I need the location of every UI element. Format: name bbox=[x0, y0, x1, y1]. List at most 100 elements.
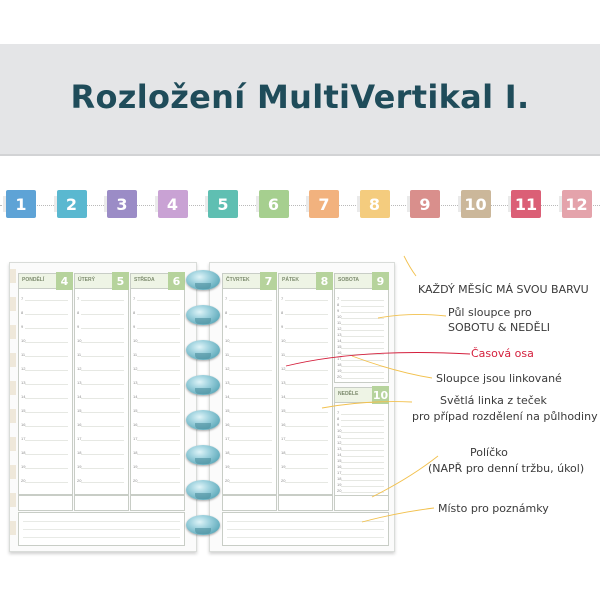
hour-line bbox=[285, 440, 328, 441]
page-edge-stripe bbox=[10, 465, 16, 479]
hour-number: 8 bbox=[337, 416, 340, 421]
notes-line bbox=[23, 529, 180, 530]
hour-line bbox=[341, 360, 384, 361]
hour-number: 10 bbox=[225, 338, 230, 343]
hour-number: 13 bbox=[225, 380, 230, 385]
hour-number: 13 bbox=[337, 332, 342, 337]
binder-ring bbox=[186, 375, 220, 395]
hour-number: 18 bbox=[77, 450, 82, 455]
hour-number: 19 bbox=[337, 482, 342, 487]
hour-line bbox=[229, 384, 272, 385]
hour-number: 11 bbox=[337, 320, 342, 325]
daily-field-box bbox=[130, 495, 185, 511]
hour-number: 9 bbox=[281, 324, 284, 329]
hour-line bbox=[81, 356, 124, 357]
hour-line bbox=[25, 426, 68, 427]
hour-line bbox=[25, 398, 68, 399]
hour-line bbox=[341, 372, 384, 373]
hour-number: 12 bbox=[21, 366, 26, 371]
month-tab: 12 bbox=[558, 190, 592, 218]
hour-line bbox=[81, 314, 124, 315]
hour-line bbox=[229, 314, 272, 315]
hour-line bbox=[341, 468, 384, 469]
notes-line bbox=[23, 537, 180, 538]
notes-area bbox=[18, 512, 185, 546]
annotation-half-line1: Půl sloupce pro bbox=[448, 306, 532, 319]
day-number: 6 bbox=[168, 272, 185, 290]
hour-number: 20 bbox=[77, 478, 82, 483]
hour-number: 11 bbox=[133, 352, 138, 357]
hour-number: 8 bbox=[133, 310, 136, 315]
hour-line bbox=[81, 300, 124, 301]
hour-number: 17 bbox=[337, 470, 342, 475]
hour-line bbox=[81, 426, 124, 427]
hour-line bbox=[229, 398, 272, 399]
page-edge-stripe bbox=[10, 269, 16, 283]
hour-line bbox=[341, 378, 384, 379]
hour-line bbox=[81, 482, 124, 483]
hour-number: 7 bbox=[337, 296, 340, 301]
hour-line bbox=[285, 370, 328, 371]
day-name: NEDĚLE bbox=[338, 391, 359, 397]
hour-line bbox=[81, 454, 124, 455]
hour-line bbox=[285, 356, 328, 357]
day-number: 10 bbox=[372, 386, 389, 404]
hour-line bbox=[341, 330, 384, 331]
day-header: ÚTERÝ 5 bbox=[75, 272, 129, 290]
hour-number: 9 bbox=[225, 324, 228, 329]
hour-number: 20 bbox=[21, 478, 26, 483]
hour-number: 18 bbox=[337, 476, 342, 481]
hour-line bbox=[137, 412, 180, 413]
day-name: ÚTERÝ bbox=[78, 277, 95, 283]
annotation-dotted-line2: pro případ rozdělení na půlhodiny bbox=[412, 410, 598, 423]
hour-line bbox=[25, 482, 68, 483]
day-number: 8 bbox=[316, 272, 333, 290]
hour-line bbox=[229, 300, 272, 301]
day-name: ČTVRTEK bbox=[226, 277, 250, 283]
hour-number: 19 bbox=[281, 464, 286, 469]
hour-line bbox=[341, 492, 384, 493]
hour-line bbox=[25, 370, 68, 371]
hour-number: 8 bbox=[77, 310, 80, 315]
hour-number: 18 bbox=[281, 450, 286, 455]
month-tab: 3 bbox=[104, 190, 137, 218]
month-tab: 6 bbox=[255, 190, 289, 218]
hour-line bbox=[341, 312, 384, 313]
hour-number: 20 bbox=[337, 488, 342, 493]
hour-number: 20 bbox=[281, 478, 286, 483]
hour-line bbox=[341, 444, 384, 445]
day-number: 5 bbox=[112, 272, 129, 290]
page-edge-stripe bbox=[10, 297, 16, 311]
hour-number: 16 bbox=[133, 422, 138, 427]
hour-number: 17 bbox=[133, 436, 138, 441]
hour-number: 13 bbox=[281, 380, 286, 385]
hour-line bbox=[81, 440, 124, 441]
hour-line bbox=[25, 468, 68, 469]
hour-line bbox=[285, 342, 328, 343]
hour-number: 10 bbox=[133, 338, 138, 343]
binder-ring bbox=[186, 340, 220, 360]
hour-line bbox=[81, 342, 124, 343]
hour-number: 19 bbox=[21, 464, 26, 469]
binder-ring bbox=[186, 480, 220, 500]
hour-line bbox=[341, 318, 384, 319]
hour-line bbox=[341, 414, 384, 415]
hour-line bbox=[25, 342, 68, 343]
hour-line bbox=[341, 336, 384, 337]
hour-line bbox=[137, 440, 180, 441]
annotation-field-line1: Políčko bbox=[470, 446, 508, 459]
month-tab: 11 bbox=[508, 190, 541, 218]
hour-number: 17 bbox=[225, 436, 230, 441]
hour-number: 19 bbox=[133, 464, 138, 469]
hour-number: 12 bbox=[133, 366, 138, 371]
hour-line bbox=[341, 432, 384, 433]
hour-line bbox=[341, 438, 384, 439]
